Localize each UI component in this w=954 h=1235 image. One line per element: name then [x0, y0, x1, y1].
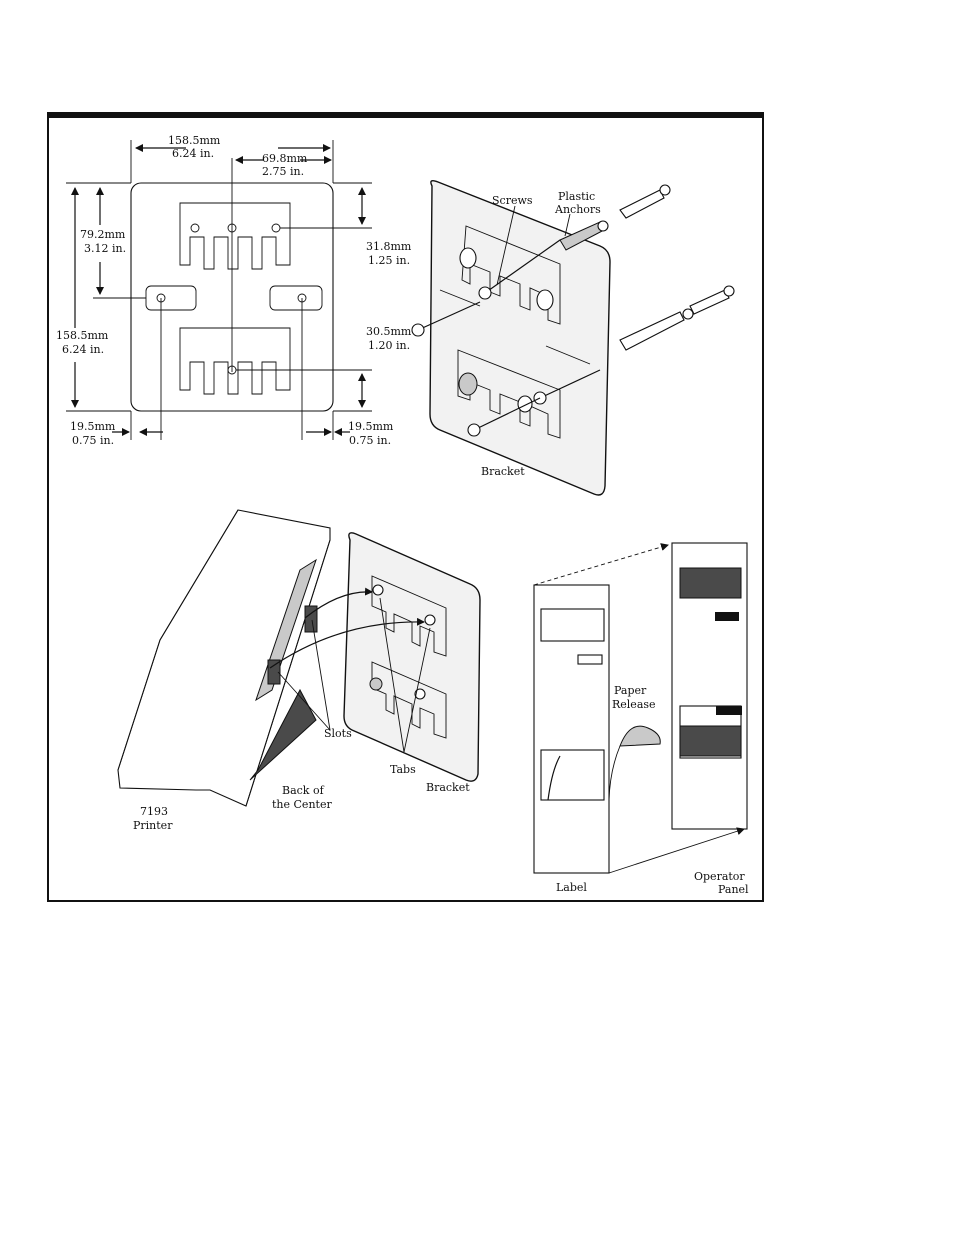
bracket-template-drawing — [66, 140, 372, 440]
panel-display-top — [680, 568, 741, 598]
dim-center-in: 2.75 in. — [262, 165, 304, 178]
label-back-of: Back of — [282, 784, 325, 797]
dim-width-mm: 158.5mm — [168, 134, 221, 147]
dim-width-in: 6.24 in. — [172, 147, 214, 160]
label-slots: Slots — [324, 727, 352, 740]
bracket-mount — [344, 533, 480, 781]
label-printer: Printer — [133, 819, 173, 832]
dim-right-top-mm: 31.8mm — [366, 240, 412, 253]
paper-release-flap — [620, 726, 660, 746]
label-the-center: the Center — [272, 798, 332, 811]
printer-mounting-view — [118, 510, 480, 806]
label-release: Release — [612, 698, 656, 711]
dim-bottom-left-mm: 19.5mm — [70, 420, 116, 433]
dim-bottom-right-in: 0.75 in. — [349, 434, 391, 447]
label-paper: Paper — [614, 684, 647, 697]
dim-right-top-in: 1.25 in. — [368, 254, 410, 267]
label-tabs: Tabs — [390, 763, 416, 776]
dim-bottom-right-mm: 19.5mm — [348, 420, 394, 433]
label-panel: Panel — [718, 883, 749, 896]
bracket-exploded-view — [412, 181, 734, 495]
label-anchors: Anchors — [554, 203, 601, 216]
dim-center-mm: 69.8mm — [262, 152, 308, 165]
dim-upper-left-mm: 79.2mm — [80, 228, 126, 241]
label-label: Label — [556, 881, 587, 894]
dim-right-mid-mm: 30.5mm — [366, 325, 412, 338]
label-bracket-bottom: Bracket — [426, 781, 470, 794]
label-screws: Screws — [492, 194, 533, 207]
dim-height-mm: 158.5mm — [56, 329, 109, 342]
label-operator: Operator — [694, 870, 745, 883]
dim-height-in: 6.24 in. — [62, 343, 104, 356]
printer-body — [118, 510, 330, 806]
dim-upper-left-in: 3.12 in. — [84, 242, 126, 255]
panel-display-bottom — [680, 726, 741, 756]
label-plastic: Plastic — [558, 190, 595, 203]
bracket-plate — [430, 181, 610, 495]
label-printer-model: 7193 — [140, 805, 168, 818]
label-bracket-top: Bracket — [481, 465, 525, 478]
dim-bottom-left-in: 0.75 in. — [72, 434, 114, 447]
dim-right-mid-in: 1.20 in. — [368, 339, 410, 352]
